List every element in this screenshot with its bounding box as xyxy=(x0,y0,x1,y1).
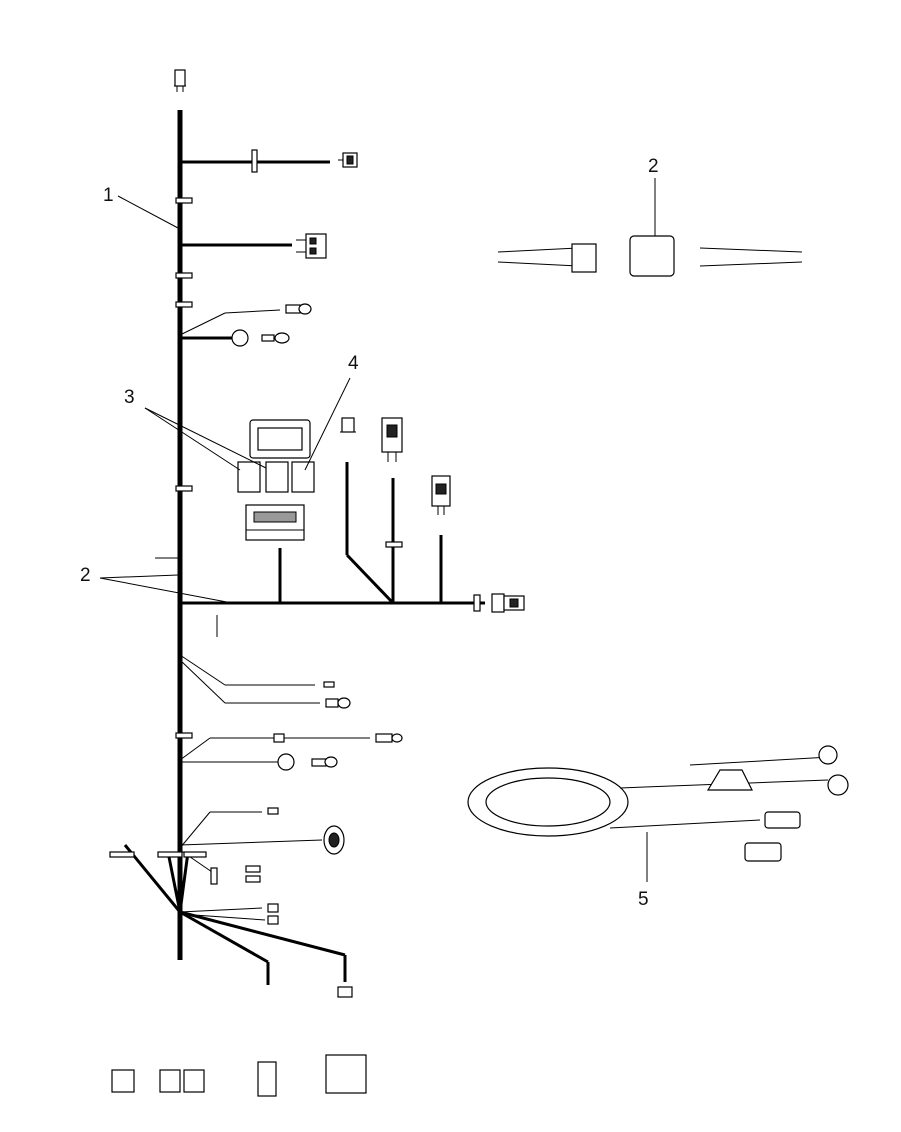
callout-1: 1 xyxy=(103,185,114,206)
branch-connector-1 xyxy=(180,149,358,173)
branch-connector-2 xyxy=(180,233,327,259)
battery-lead xyxy=(467,745,849,882)
bottom-connectors xyxy=(109,844,367,1097)
relay-connectors xyxy=(340,417,451,515)
callout-2-sub-harness: 2 xyxy=(80,565,91,586)
ground-leads xyxy=(179,303,312,347)
fuse-box xyxy=(237,419,315,541)
sub-harness xyxy=(155,462,525,637)
callout-5: 5 xyxy=(638,889,649,910)
callout-2-fuse-holder: 2 xyxy=(648,156,659,177)
callout-4: 4 xyxy=(348,353,359,374)
sensor-leads xyxy=(179,654,403,885)
inline-fuse-holder xyxy=(497,178,803,277)
callout-3: 3 xyxy=(124,387,135,408)
main-harness-trunk xyxy=(174,69,193,960)
